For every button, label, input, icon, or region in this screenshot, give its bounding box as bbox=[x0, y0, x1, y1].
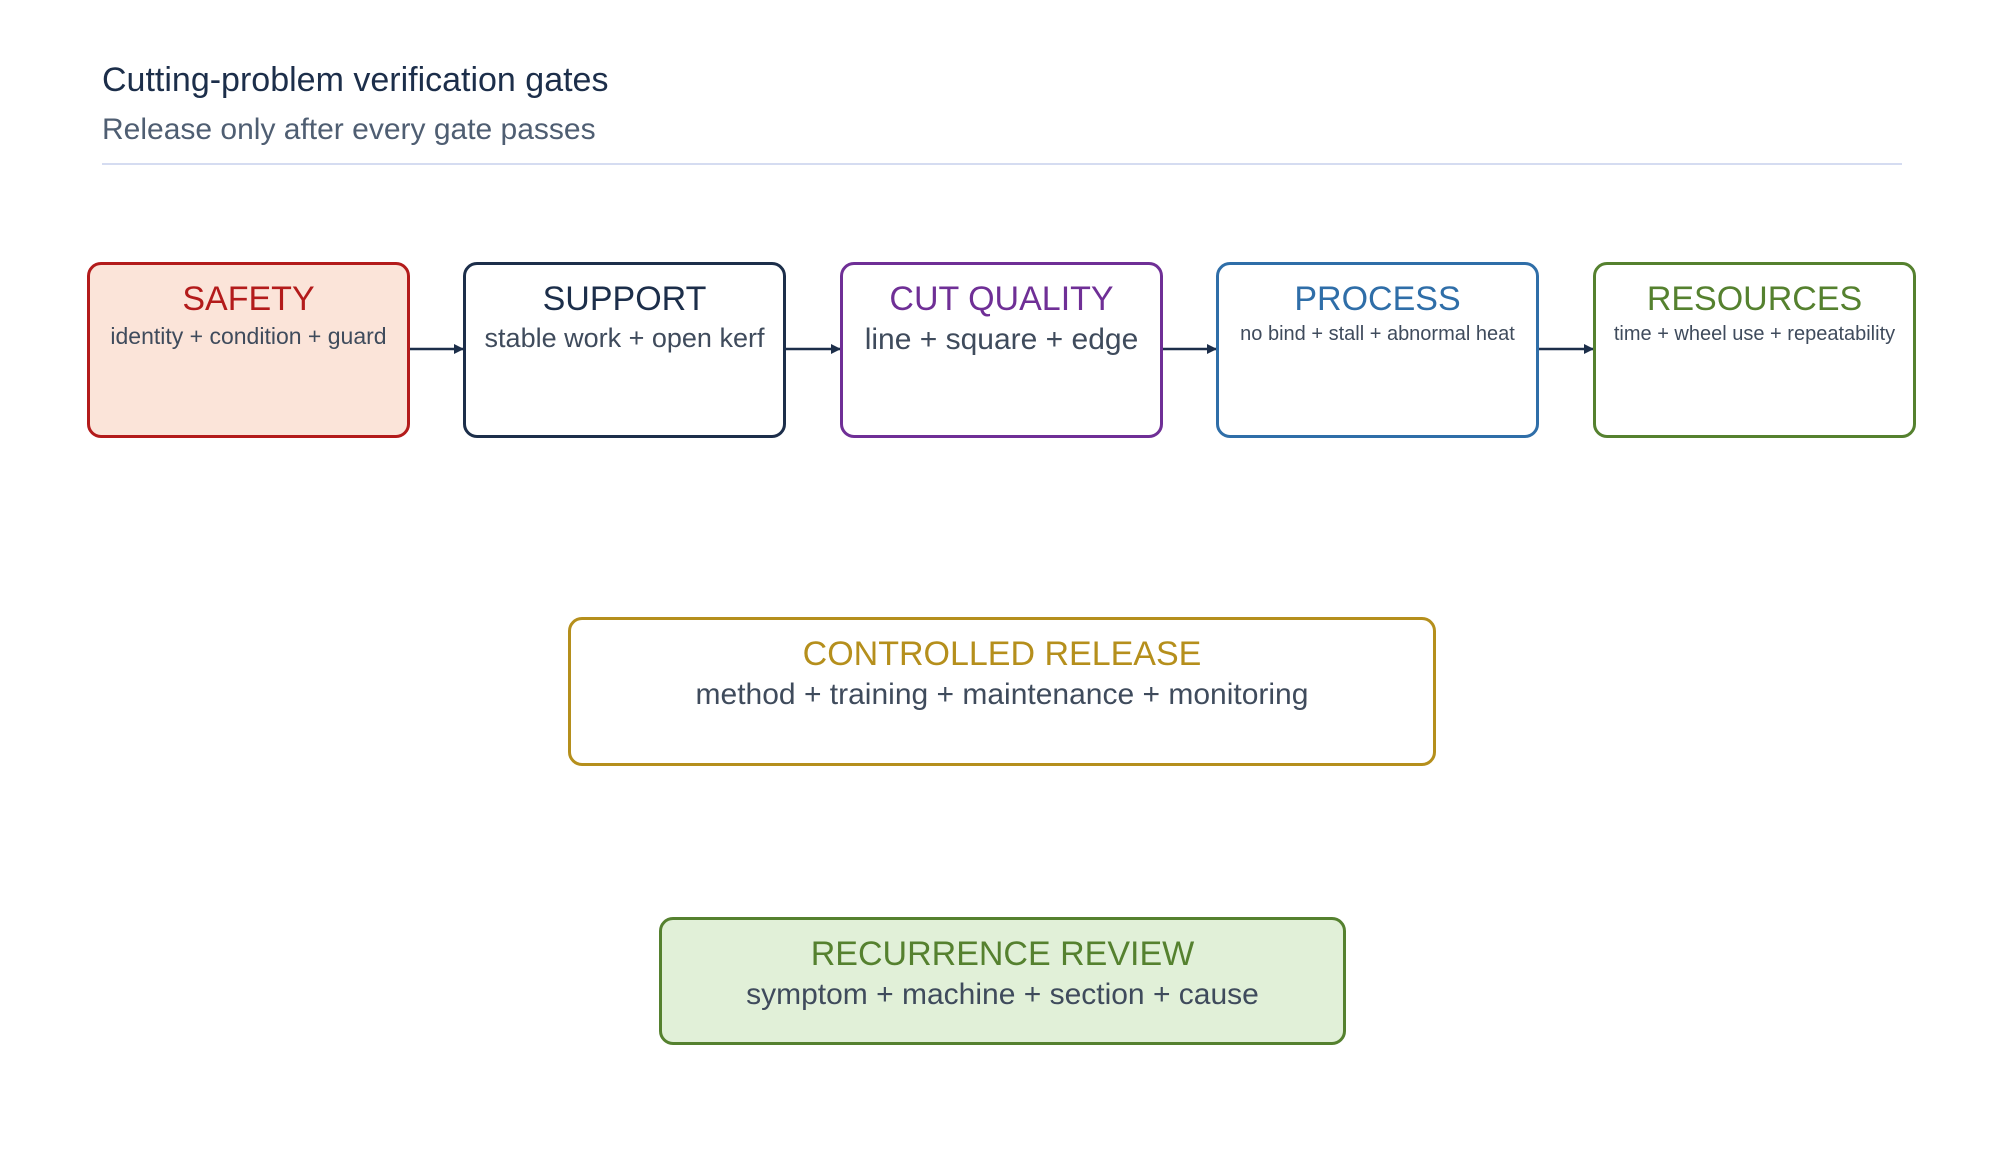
gate-cut-quality-title: CUT QUALITY bbox=[889, 280, 1114, 318]
gate-safety-detail: identity + condition + guard bbox=[110, 323, 387, 349]
gate-support-detail: stable work + open kerf bbox=[484, 323, 765, 353]
diagram-subtitle: Release only after every gate passes bbox=[102, 113, 596, 146]
gate-process: PROCESS no bind + stall + abnormal heat bbox=[1216, 262, 1539, 438]
recurrence-review-detail: symptom + machine + section + cause bbox=[746, 978, 1259, 1011]
gate-process-title: PROCESS bbox=[1294, 280, 1461, 318]
controlled-release-title: CONTROLLED RELEASE bbox=[802, 635, 1202, 673]
gate-cut-quality-detail: line + square + edge bbox=[864, 323, 1139, 356]
gate-resources-title: RESOURCES bbox=[1646, 280, 1863, 318]
gate-safety: SAFETY identity + condition + guard bbox=[87, 262, 410, 438]
diagram-header: Cutting-problem verification gates Relea… bbox=[102, 58, 1902, 152]
diagram-title: Cutting-problem verification gates bbox=[102, 61, 609, 99]
recurrence-review-box: RECURRENCE REVIEW symptom + machine + se… bbox=[659, 917, 1346, 1045]
gate-support-title: SUPPORT bbox=[542, 280, 707, 318]
controlled-release-box: CONTROLLED RELEASE method + training + m… bbox=[568, 617, 1436, 766]
header-divider bbox=[102, 163, 1902, 165]
gate-resources-detail: time + wheel use + repeatability bbox=[1613, 323, 1896, 345]
controlled-release-detail: method + training + maintenance + monito… bbox=[695, 678, 1309, 711]
gate-process-detail: no bind + stall + abnormal heat bbox=[1240, 323, 1515, 345]
recurrence-review-title: RECURRENCE REVIEW bbox=[810, 935, 1195, 973]
gate-support: SUPPORT stable work + open kerf bbox=[463, 262, 786, 438]
gate-resources: RESOURCES time + wheel use + repeatabili… bbox=[1593, 262, 1916, 438]
gate-cut-quality: CUT QUALITY line + square + edge bbox=[840, 262, 1163, 438]
gate-safety-title: SAFETY bbox=[182, 280, 315, 318]
